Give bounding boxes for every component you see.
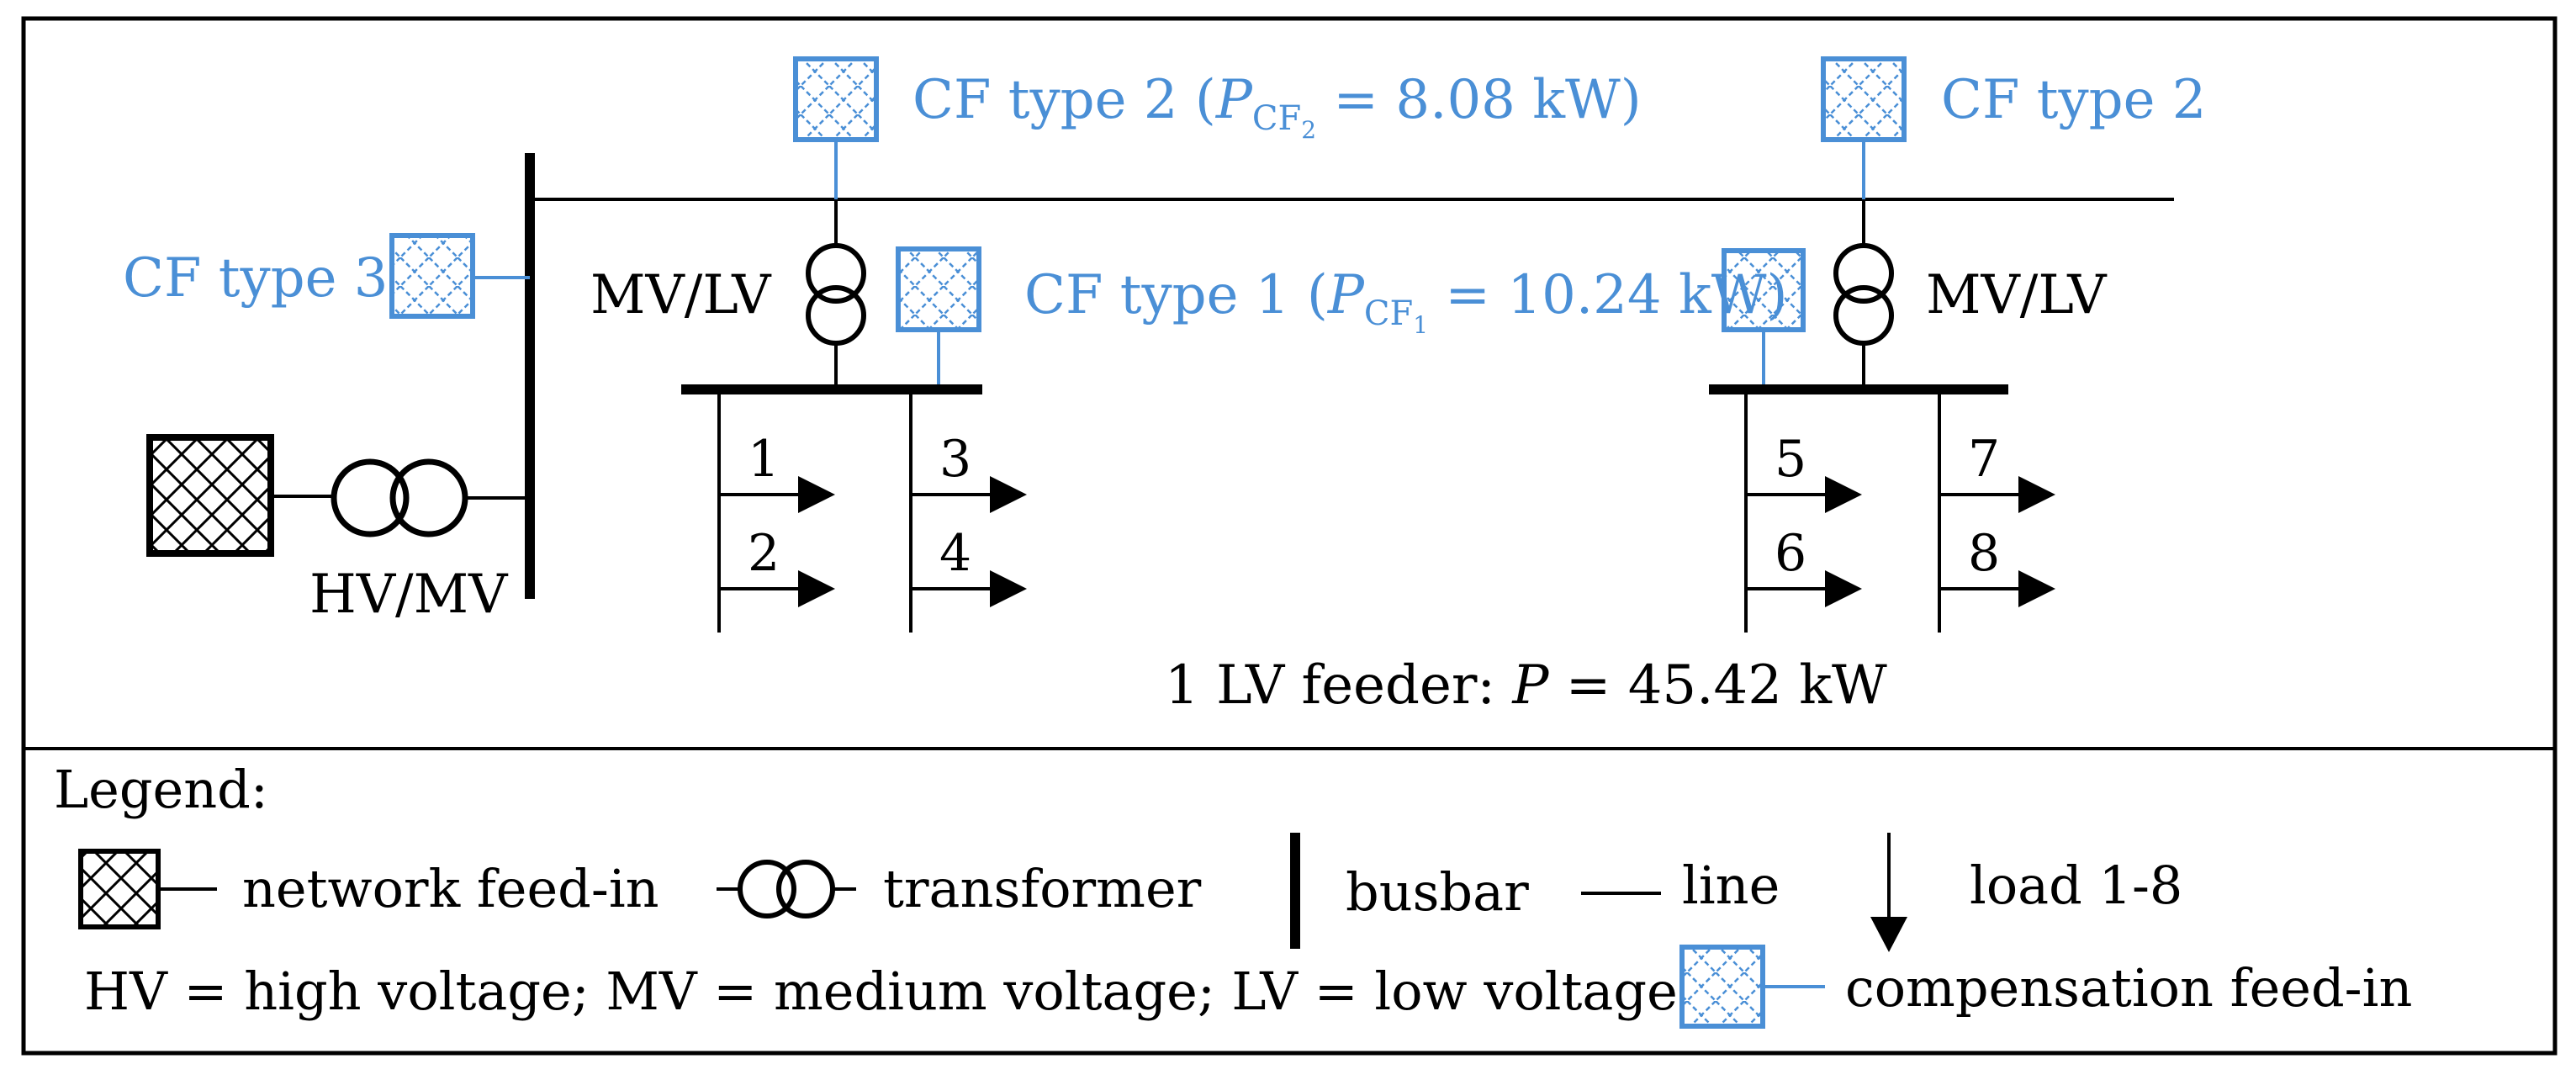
cf-type1-sub: CF [1364, 294, 1413, 333]
feeder-caption-prefix: 1 LV feeder: [1165, 654, 1512, 717]
network-feed-in-icon [146, 434, 274, 557]
cf-type2-p: P [1215, 69, 1253, 131]
load-arrow-icon [990, 570, 1027, 607]
mv-lv-left-transformer-icon [806, 243, 866, 304]
load-arrow-icon [1825, 570, 1862, 607]
load-arrow-icon [798, 570, 835, 607]
legend-network-feed-in-label: network feed-in [242, 858, 659, 919]
load-arrow-icon [798, 476, 835, 513]
hv-mv-label: HV/MV [309, 564, 509, 626]
cf-type1-p: P [1327, 264, 1365, 326]
load-arrow-icon [990, 476, 1027, 513]
cf-type2-left-icon [793, 56, 879, 142]
legend-load-label: load 1-8 [1970, 855, 2182, 916]
legend-compensation-feed-in-icon [1679, 945, 1765, 1029]
legend-transformer-icon [738, 860, 796, 919]
outer-frame [21, 16, 2557, 1056]
cf-type1-subsub: 1 [1413, 311, 1428, 339]
mv-lv-right-label: MV/LV [1926, 264, 2108, 326]
load-number: 6 [1775, 524, 1806, 583]
cf-type1-prefix: CF type 1 ( [1024, 264, 1328, 326]
mv-lv-left-transformer-icon-coil [806, 285, 866, 346]
cf-type2-subsub: 2 [1301, 116, 1316, 144]
mv-lv-right-transformer-icon [1833, 243, 1894, 304]
legend-compensation-feed-in-label: compensation feed-in [1845, 957, 2412, 1019]
cf-type1-label: CF type 1 (PCF1 = 10.24 kW) [1024, 264, 1787, 339]
cf-type3-icon [389, 233, 475, 319]
legend-network-feed-in-icon [78, 849, 161, 929]
cf-type2-sub: CF [1252, 99, 1301, 138]
cf-type2-left-label: CF type 2 (PCF2 = 8.08 kW) [912, 69, 1642, 144]
legend-busbar-label: busbar [1346, 861, 1529, 923]
load-number: 7 [1968, 430, 2000, 489]
loads: 1 2 3 4 5 6 7 8 [719, 430, 2055, 607]
load-arrow-icon [2018, 476, 2055, 513]
mv-lv-right-transformer-icon-coil [1833, 285, 1894, 346]
load-arrow-icon [2018, 570, 2055, 607]
cf-type1-right-icon [1722, 248, 1806, 332]
legend-load-arrow-icon [1870, 917, 1907, 952]
mv-lv-left-label: MV/LV [590, 264, 772, 326]
feeder-caption-value: = 45.42 kW [1548, 654, 1887, 717]
legend-transformer-icon-coil [776, 860, 835, 919]
cf-type3-label: CF type 3 [123, 247, 389, 310]
legend-voltage-note: HV = high voltage; MV = medium voltage; … [84, 961, 1678, 1022]
hv-mv-transformer-icon [331, 458, 410, 537]
legend-title: Legend: [54, 759, 268, 820]
load-number: 5 [1775, 430, 1806, 489]
load-number: 4 [939, 524, 971, 583]
feeder-caption: 1 LV feeder: P = 45.42 kW [1165, 654, 1887, 717]
legend-transformer-label: transformer [883, 858, 1202, 919]
legend-line-label: line [1682, 855, 1780, 916]
cf-type2-prefix: CF type 2 ( [912, 69, 1216, 131]
load-number: 8 [1968, 524, 2000, 583]
load-number: 3 [939, 430, 971, 489]
cf-type2-value: = 8.08 kW) [1316, 69, 1642, 131]
load-number: 2 [748, 524, 780, 583]
cf-type1-icon [896, 246, 981, 332]
feeder-caption-p: P [1511, 654, 1549, 717]
cf-type2-right-icon [1821, 56, 1907, 142]
load-number: 1 [748, 430, 780, 489]
load-arrow-icon [1825, 476, 1862, 513]
cf-type2-right-label: CF type 2 [1941, 69, 2207, 131]
